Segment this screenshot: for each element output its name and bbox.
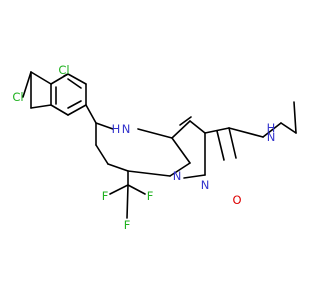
bond-line [63,73,69,77]
atom-n-pyrazole: N [201,178,210,192]
bond-line [30,104,52,109]
atom-cl-upper: Cl [58,63,69,77]
bond-line [262,122,282,138]
bond-line [95,122,114,130]
atom-amide-h: H [267,121,276,135]
bond-line [22,71,32,98]
bond-line [189,120,206,134]
bond-line [127,170,171,177]
bond-line [127,184,146,195]
bond-line [50,104,69,116]
bond-line [183,174,206,179]
atom-nh: N [122,122,131,136]
bond-layer [22,71,297,219]
bond-line [228,127,264,138]
atom-amide-n: N [267,130,276,144]
bond-line [293,101,297,134]
bond-line [67,73,87,85]
bond-line [109,184,129,195]
double-bond-line [67,100,82,109]
atom-f-bottom: F [124,218,131,232]
bond-line [126,184,129,219]
bond-line [171,137,191,164]
bond-line [171,120,191,139]
bond-line [107,163,129,172]
bond-line [85,104,97,124]
atom-nh-h: H [112,122,121,136]
bond-line [95,144,109,165]
double-bond-line [67,78,82,89]
atom-cl-lower: Cl [12,90,23,104]
atom-amide-o: O [232,193,241,207]
bond-line [169,162,191,177]
bond-line [67,104,87,116]
double-bond-line [216,130,225,161]
atom-f-right: F [147,189,154,203]
structure-canvas: Cl Cl N H N N N H O F F F [12,63,297,232]
atom-labels: Cl Cl N H N N N H O F F F [12,63,275,232]
bond-line [137,128,173,139]
atom-n-bridge: N [173,169,182,183]
double-bond-line [179,116,192,126]
bond-line [30,71,52,85]
atom-f-left: F [102,189,109,203]
molecule-diagram: Cl Cl N H N N N H O F F F [12,63,297,232]
bond-line [280,122,297,134]
bond-line [228,127,237,159]
